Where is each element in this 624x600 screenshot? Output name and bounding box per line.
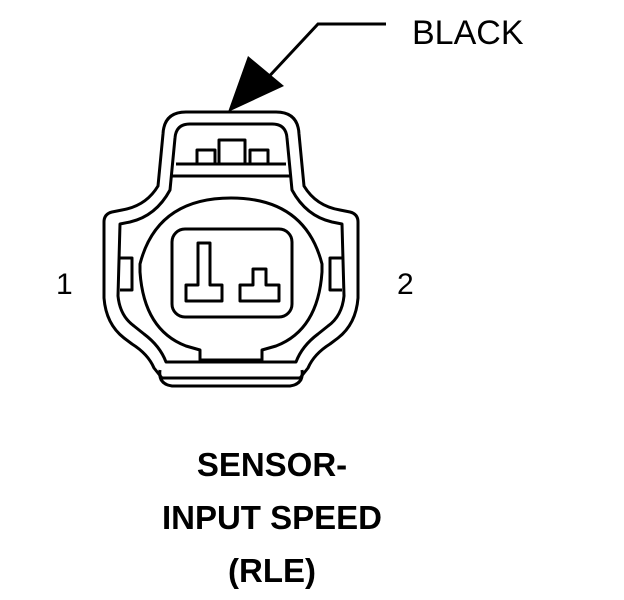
terminal-1 bbox=[184, 241, 224, 303]
latch-tab-right bbox=[248, 148, 270, 166]
latch-tab-center bbox=[217, 138, 247, 166]
caption-line-2: INPUT SPEED bbox=[161, 499, 383, 536]
key-notch-right bbox=[328, 256, 342, 292]
pin-2-label: 2 bbox=[397, 268, 414, 301]
caption-line-1: SENSOR- bbox=[196, 446, 348, 483]
leader-line bbox=[260, 22, 386, 86]
color-leader bbox=[228, 22, 386, 112]
leader-arrowhead bbox=[228, 56, 284, 112]
terminal-2 bbox=[238, 267, 281, 303]
key-notch-left bbox=[120, 256, 134, 292]
terminal-cavity bbox=[170, 227, 294, 319]
mating-face bbox=[138, 196, 324, 362]
latch-tab-left bbox=[195, 148, 217, 166]
connector-inner-shell bbox=[116, 122, 346, 364]
connector-caption: SENSOR- INPUT SPEED (RLE) bbox=[60, 438, 484, 597]
connector-outer-shell bbox=[102, 110, 360, 380]
pin-1-label: 1 bbox=[56, 268, 73, 301]
connector-body bbox=[102, 110, 360, 388]
bottom-flange bbox=[158, 369, 304, 388]
wire-color-label: BLACK bbox=[412, 14, 524, 52]
caption-line-3: (RLE) bbox=[228, 552, 316, 589]
